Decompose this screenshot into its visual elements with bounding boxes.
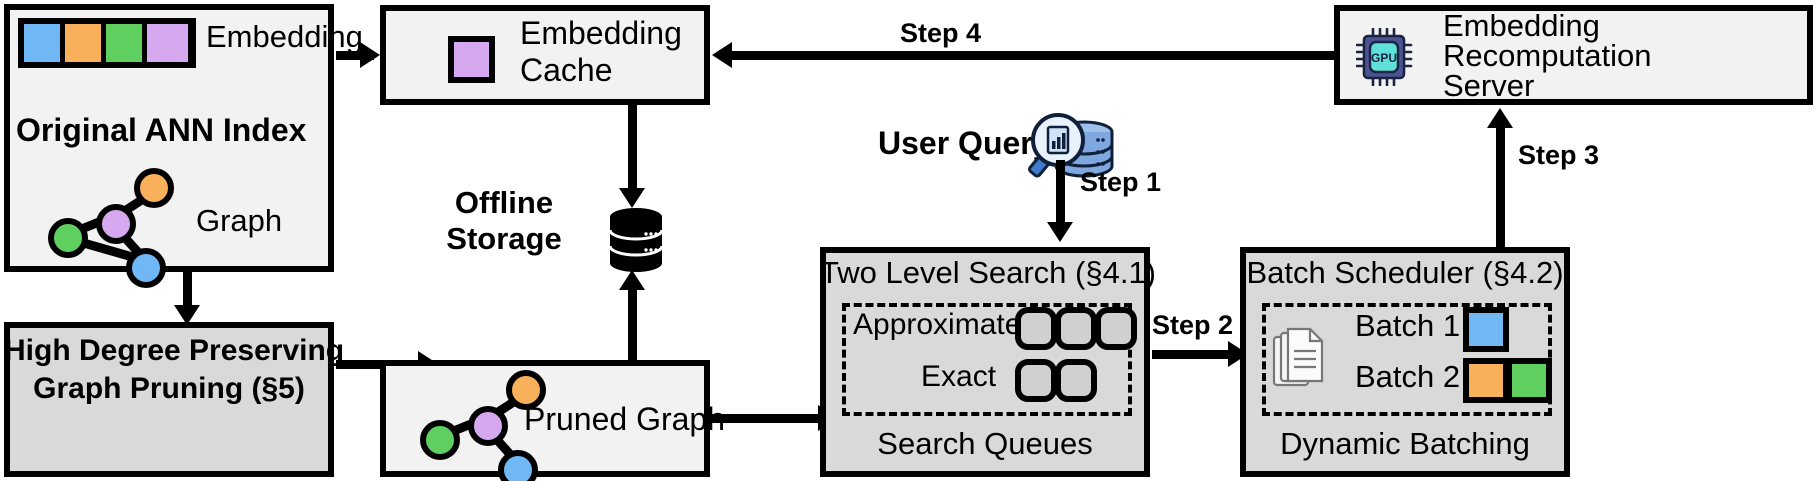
graph-node-purple [468, 406, 508, 446]
step2-label: Step 2 [1152, 310, 1234, 340]
graph-node-blue [498, 450, 538, 481]
search-row-label-approximate: Approximate [853, 308, 1022, 341]
step1-label: Step 1 [1080, 167, 1162, 197]
embedding-cache-title-line1: Embedding [520, 15, 682, 51]
user-query-label: User Query [878, 125, 1051, 161]
offline-storage-label-line2: Storage [446, 221, 562, 256]
step3-label: Step 3 [1518, 140, 1600, 170]
recomputation-server-line3: Server [1443, 68, 1535, 103]
pruned-graph-label: Pruned Graph [524, 401, 726, 437]
arrow-step2-shaft [1152, 350, 1232, 359]
graph-node-purple [96, 204, 136, 244]
recomputation-server-line1: Embedding [1443, 8, 1600, 43]
embedding-cache-swatch-icon [448, 36, 495, 83]
graph-pruning-box [4, 322, 334, 477]
arrow-index-to-cache-head [360, 42, 380, 68]
arrow-pruned-to-storage-shaft [628, 286, 637, 362]
arrow-step1-head [1047, 222, 1073, 242]
step4-label: Step 4 [900, 18, 982, 48]
arrow-step1-shaft [1056, 160, 1065, 230]
batch-row-label-2: Batch 2 [1355, 359, 1461, 394]
gpu-icon-text: GPU [1371, 51, 1397, 65]
arrow-cache-to-storage-shaft [628, 105, 637, 193]
documents-stack-icon [1272, 327, 1328, 393]
arrow-cache-to-storage-head [619, 188, 645, 208]
graph-node-blue [126, 248, 166, 288]
search-queues-dashed-region [842, 303, 1132, 416]
recomputation-server-box [1334, 5, 1813, 105]
batch-scheduler-title: Batch Scheduler (§4.2) [1246, 255, 1564, 290]
arrow-step3-head [1487, 108, 1513, 128]
batch-chip-orange [1463, 358, 1509, 403]
arrow-step4-head [712, 42, 732, 68]
arrow-step4-shaft [730, 51, 1336, 60]
batch-row-label-1: Batch 1 [1355, 308, 1461, 343]
embedding-label: Embedding [206, 19, 363, 54]
original-graph-glyph [40, 168, 174, 288]
arrow-step3-shaft [1496, 125, 1505, 247]
batch-chip-blue [1463, 307, 1509, 352]
dynamic-batching-footer: Dynamic Batching [1280, 426, 1530, 461]
embedding-chip-blue [24, 24, 65, 62]
arrow-pruned-to-search-shaft [712, 414, 822, 423]
arrow-index-to-pruning-head [174, 305, 200, 325]
arrow-pruned-to-storage-head [619, 270, 645, 290]
search-queue-slot [1015, 307, 1057, 350]
graph-node-green [48, 218, 88, 258]
graph-label: Graph [196, 203, 283, 238]
embedding-chip-orange [65, 24, 106, 62]
search-queue-slot [1055, 359, 1097, 402]
offline-storage-label-line1: Offline [454, 185, 554, 220]
original-ann-index-title: Original ANN Index [16, 112, 307, 148]
pruned-graph-glyph [412, 370, 546, 481]
arrow-pruning-to-pruned-shaft [336, 360, 422, 369]
graph-node-green [420, 420, 460, 460]
embedding-swatch-row [18, 18, 196, 68]
arrow-index-to-cache-shaft [336, 51, 374, 60]
search-row-label-exact: Exact [921, 360, 997, 393]
embedding-cache-title-line2: Cache [520, 52, 613, 88]
database-cylinder-icon [608, 206, 664, 274]
graph-node-orange [134, 168, 174, 208]
batch-chip-green [1506, 358, 1552, 403]
graph-node-orange [506, 370, 546, 410]
search-queue-slot [1095, 307, 1137, 350]
graph-pruning-title-line1: High Degree Preserving [4, 334, 345, 367]
search-queues-footer: Search Queues [877, 426, 1093, 461]
graph-pruning-title-line2: Graph Pruning (§5) [33, 372, 305, 405]
two-level-search-title: Two Level Search (§4.1) [820, 255, 1157, 290]
gpu-chip-icon: GPU [1355, 27, 1416, 87]
embedding-chip-green [106, 24, 147, 62]
recomputation-server-line2: Recomputation [1443, 38, 1652, 73]
embedding-chip-purple [147, 24, 188, 62]
search-queue-slot [1015, 359, 1057, 402]
two-level-search-box [820, 247, 1150, 477]
search-queue-slot [1055, 307, 1097, 350]
embedding-cache-box [380, 5, 710, 105]
arrow-index-to-pruning-shaft [183, 272, 192, 308]
